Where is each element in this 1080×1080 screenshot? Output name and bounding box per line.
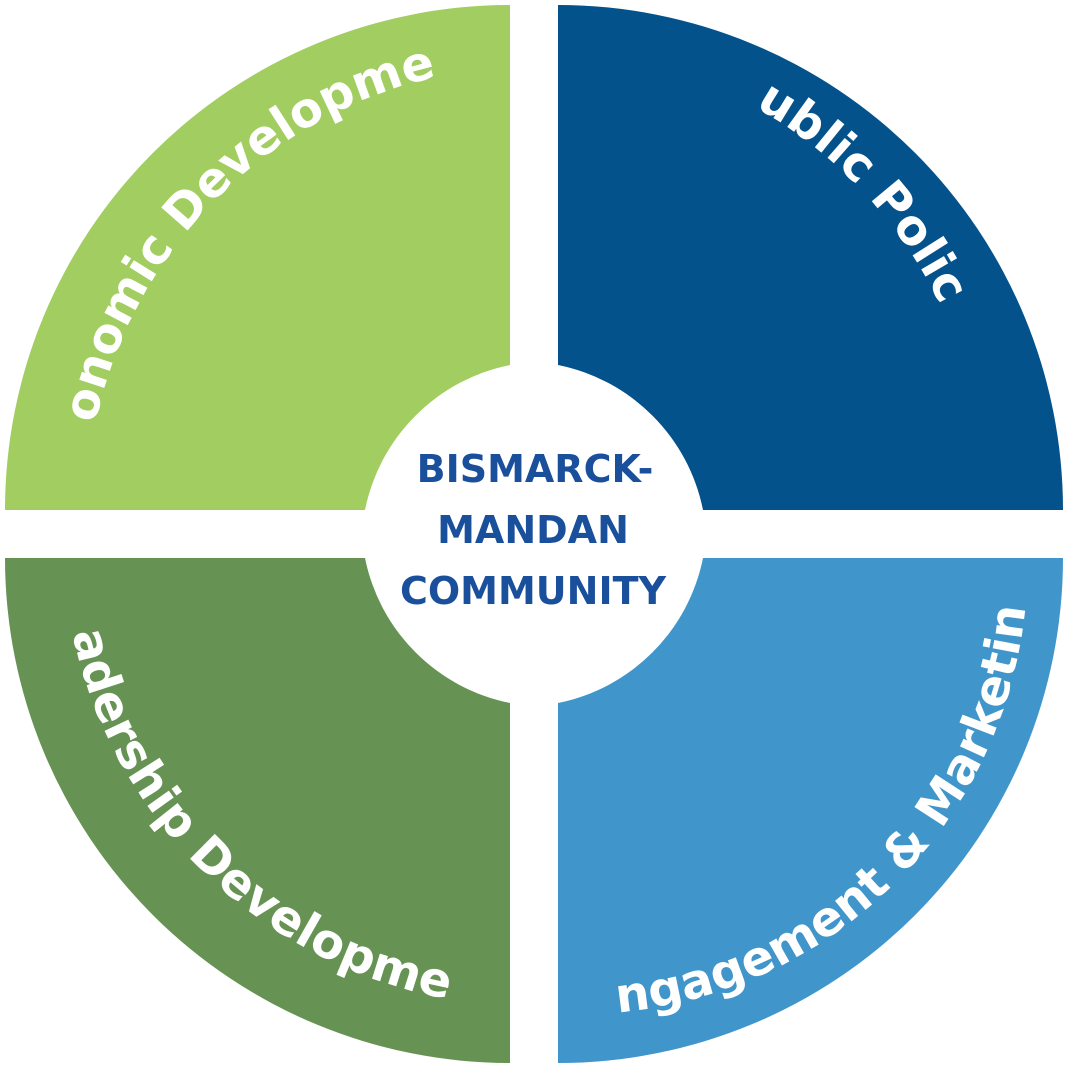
- center-line-1: BISMARCK-: [417, 447, 654, 491]
- center-line-3: COMMUNITY: [400, 569, 667, 613]
- center-line-2: MANDAN: [437, 508, 629, 552]
- quadrant-public-policy: [558, 5, 1063, 510]
- quadrant-leadership-development: [5, 558, 510, 1063]
- quadrant-engagement-marketing: [558, 558, 1063, 1063]
- quadrant-economic-development: [5, 5, 510, 510]
